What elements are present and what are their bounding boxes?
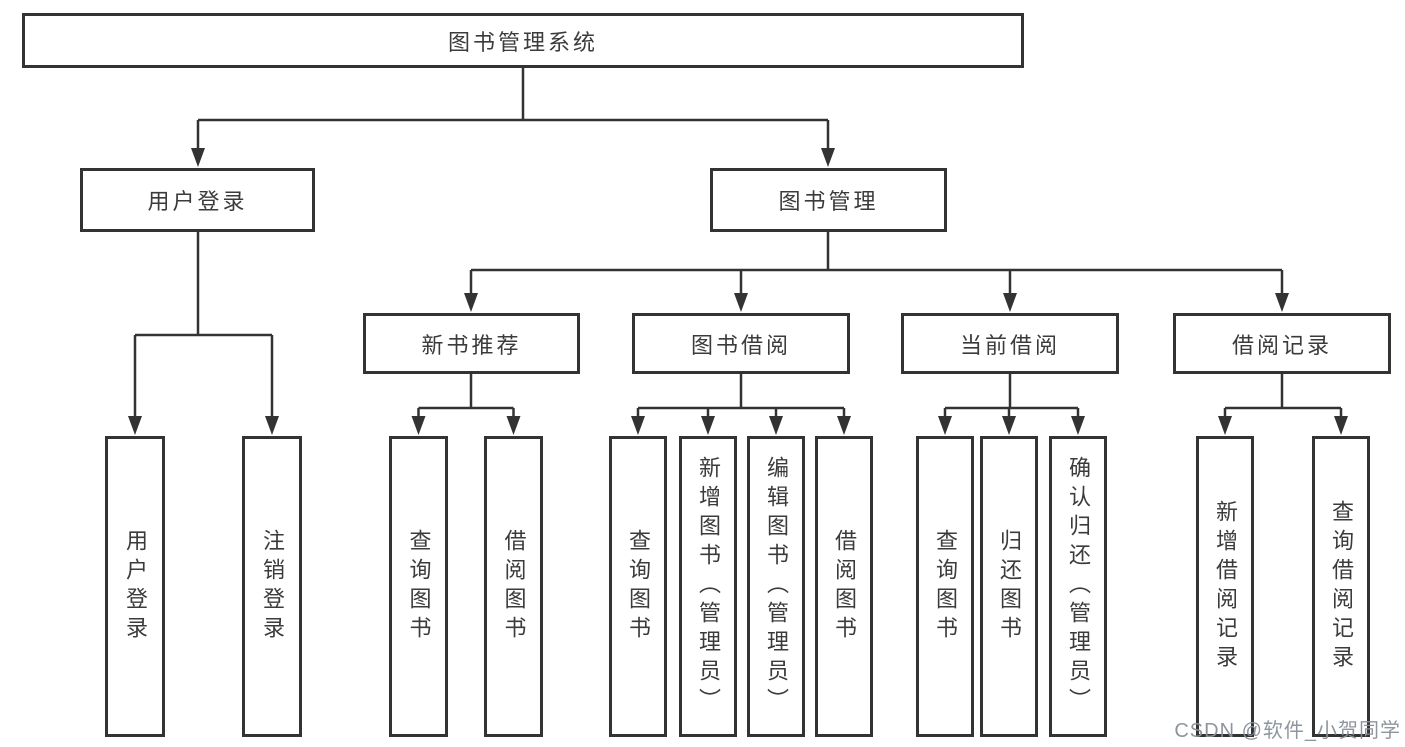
node-label: 确认归还（管理员） [1066,456,1091,717]
node-label: 查询图书 [933,528,958,645]
leaf-cb-return-book: 归还图书 [980,436,1038,737]
leaf-rec-query-book: 查询图书 [389,436,448,737]
csdn-watermark: CSDN @软件_小贺同学 [1174,720,1401,742]
node-label: 新增图书（管理员） [696,456,721,717]
leaf-rec-borrow-book: 借阅图书 [484,436,543,737]
leaf-logout: 注销登录 [242,436,302,737]
edge-lines [133,68,1343,428]
node-label: 图书借阅 [690,332,791,358]
node-label: 注销登录 [260,528,285,645]
leaf-bb-borrow-book: 借阅图书 [815,436,873,737]
node-borrowing-records: 借阅记录 [1173,313,1391,374]
node-label: 归还图书 [997,528,1022,645]
leaf-bb-query-book: 查询图书 [609,436,667,737]
node-label: 借阅图书 [832,528,857,645]
node-label: 编辑图书（管理员） [764,456,789,717]
node-new-book-recommendation: 新书推荐 [363,313,580,374]
node-label: 图书管理 [778,189,879,214]
node-label: 查询借阅记录 [1329,499,1354,674]
node-label: 图书管理系统 [447,29,598,55]
node-book-borrowing: 图书借阅 [632,313,850,374]
node-label: 用户登录 [123,528,148,645]
node-current-borrowing: 当前借阅 [901,313,1119,374]
node-label: 用户登录 [147,189,248,214]
node-label: 新书推荐 [421,332,522,358]
leaf-br-query-record: 查询借阅记录 [1312,436,1370,737]
node-label: 查询图书 [626,528,651,645]
node-user-login: 用户登录 [80,168,315,232]
node-label: 当前借阅 [959,332,1060,358]
node-library-management-system: 图书管理系统 [22,13,1024,68]
leaf-cb-query-book: 查询图书 [916,436,974,737]
node-book-management: 图书管理 [710,168,947,232]
leaf-bb-add-book-admin: 新增图书（管理员） [679,436,737,737]
leaf-cb-confirm-return-admin: 确认归还（管理员） [1049,436,1107,737]
node-label: 借阅图书 [501,528,527,645]
leaf-user-login: 用户登录 [105,436,165,737]
node-label: 借阅记录 [1231,332,1332,358]
leaf-bb-edit-book-admin: 编辑图书（管理员） [747,436,805,737]
leaf-br-add-record: 新增借阅记录 [1196,436,1254,737]
node-label: 查询图书 [406,528,432,645]
node-label: 新增借阅记录 [1213,499,1238,674]
